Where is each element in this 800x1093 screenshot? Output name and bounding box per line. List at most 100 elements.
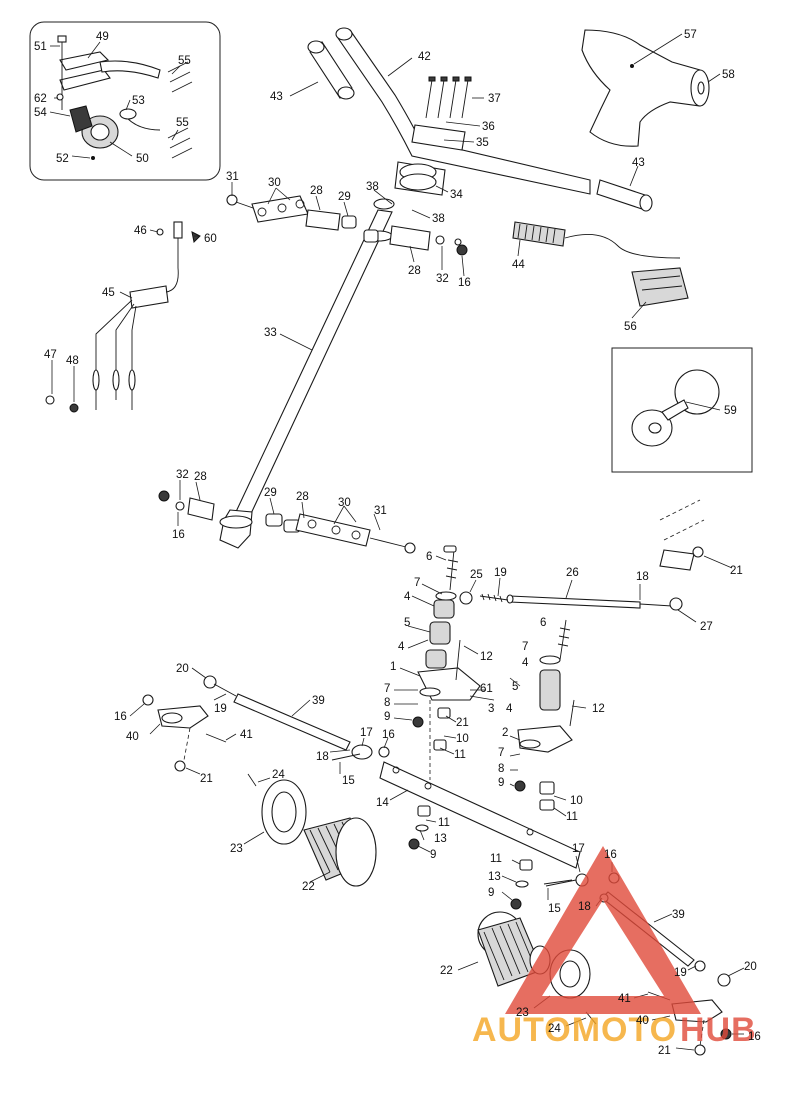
callout-3: 3 <box>488 703 494 715</box>
callout-22-left: 22 <box>302 881 315 893</box>
callout-17-right: 17 <box>572 843 585 855</box>
callout-38-bottom: 38 <box>432 213 445 225</box>
callout-13-low: 13 <box>488 871 501 883</box>
callout-11-lower-mid: 11 <box>438 817 450 829</box>
watermark-text-part1: AUTOMOTO <box>472 1011 677 1049</box>
callout-56: 56 <box>624 321 637 333</box>
callout-12-top: 12 <box>480 651 493 663</box>
callout-37: 37 <box>488 93 501 105</box>
callout-60: 60 <box>204 233 217 245</box>
bolt-group <box>167 61 193 159</box>
callout-9-lower: 9 <box>498 777 504 789</box>
callout-46: 46 <box>134 225 147 237</box>
callout-43-left: 43 <box>270 91 283 103</box>
lower-linkage <box>158 490 416 554</box>
callout-24-left: 24 <box>272 769 285 781</box>
callout-16-lower-left: 16 <box>114 711 127 723</box>
callout-39-left: 39 <box>312 695 325 707</box>
watermark-triangle <box>505 846 701 1014</box>
callout-21-left: 21 <box>200 773 213 785</box>
steering-arm-left <box>412 545 481 751</box>
callout-28-lower-left: 28 <box>194 471 207 483</box>
watermark-text-part2: HUB <box>680 1011 757 1049</box>
callout-31-bottom: 31 <box>374 505 387 517</box>
callout-18-right: 18 <box>578 901 591 913</box>
callout-4-top: 4 <box>404 591 411 603</box>
callout-57: 57 <box>684 29 697 41</box>
handlebar <box>307 27 653 212</box>
callout-39-right: 39 <box>672 909 685 921</box>
callout-16-top: 16 <box>458 277 471 289</box>
callout-28-top: 28 <box>310 185 323 197</box>
callout-2: 2 <box>502 727 508 739</box>
callout-8-lower: 8 <box>498 763 504 775</box>
steering-arm-right <box>514 619 575 811</box>
callout-32-bottom: 32 <box>176 469 189 481</box>
callout-50: 50 <box>136 153 149 165</box>
callout-13-mid: 13 <box>434 833 447 845</box>
callout-19-top: 19 <box>494 567 507 579</box>
callout-10-right: 10 <box>570 795 583 807</box>
callout-34: 34 <box>450 189 463 201</box>
callout-18-top: 18 <box>636 571 649 583</box>
callout-45: 45 <box>102 287 115 299</box>
inset-frame <box>29 21 221 181</box>
callout-12-right: 12 <box>592 703 605 715</box>
bracket-plate <box>59 69 111 91</box>
callout-9-mid: 9 <box>384 711 390 723</box>
bracket-part <box>59 51 110 71</box>
callout-21-top-right: 21 <box>730 565 743 577</box>
callout-28-bottom: 28 <box>296 491 309 503</box>
callout-52: 52 <box>56 153 69 165</box>
callout-9-lowest: 9 <box>488 887 494 899</box>
watermark-logo: AUTOMOTO HUB <box>472 846 757 1049</box>
callout-11-mid: 11 <box>454 749 466 761</box>
callout-47: 47 <box>44 349 57 361</box>
callout-55-top: 55 <box>178 55 191 67</box>
callout-4-lower: 4 <box>506 703 513 715</box>
callout-41-right: 41 <box>618 993 631 1005</box>
connector-block <box>631 267 689 307</box>
callout-7-mid: 7 <box>384 683 390 695</box>
tie-rod-left <box>142 675 390 772</box>
callout-labels: 51 49 55 62 53 54 55 50 52 57 58 42 43 3… <box>34 29 761 1057</box>
callout-48: 48 <box>66 355 79 367</box>
callout-29-top: 29 <box>338 191 351 203</box>
callout-22-right: 22 <box>440 965 453 977</box>
callout-24-right: 24 <box>548 1023 561 1035</box>
callout-49: 49 <box>96 31 109 43</box>
upper-linkage <box>226 194 468 256</box>
throttle-assembly <box>512 221 689 307</box>
callout-11-right: 11 <box>566 811 578 823</box>
callout-38-top: 38 <box>366 181 379 193</box>
callout-14: 14 <box>376 797 389 809</box>
callout-41-left: 41 <box>240 729 253 741</box>
callout-20-right: 20 <box>744 961 757 973</box>
callout-5-left: 5 <box>404 617 410 629</box>
callout-43-right: 43 <box>632 157 645 169</box>
callout-11-low: 11 <box>490 853 502 865</box>
callout-42: 42 <box>418 51 431 63</box>
callout-6-left: 6 <box>426 551 432 563</box>
callout-26: 26 <box>566 567 579 579</box>
steering-column <box>219 198 395 549</box>
callout-8-mid: 8 <box>384 697 390 709</box>
grip-cover <box>581 29 710 147</box>
callout-40-left: 40 <box>126 731 139 743</box>
callout-30-top: 30 <box>268 177 281 189</box>
callout-16-mid: 16 <box>382 729 395 741</box>
callout-25: 25 <box>470 569 483 581</box>
callout-28-mid: 28 <box>408 265 421 277</box>
lower-hardware <box>408 805 573 910</box>
callout-18-left: 18 <box>316 751 329 763</box>
boot-left <box>247 773 377 887</box>
callout-30-bottom: 30 <box>338 497 351 509</box>
callout-16-right-top: 16 <box>604 849 617 861</box>
callout-7-right: 7 <box>522 641 528 653</box>
callout-15-right: 15 <box>548 903 561 915</box>
callout-51: 51 <box>34 41 47 53</box>
cable-assembly <box>45 221 201 413</box>
callout-53: 53 <box>132 95 145 107</box>
